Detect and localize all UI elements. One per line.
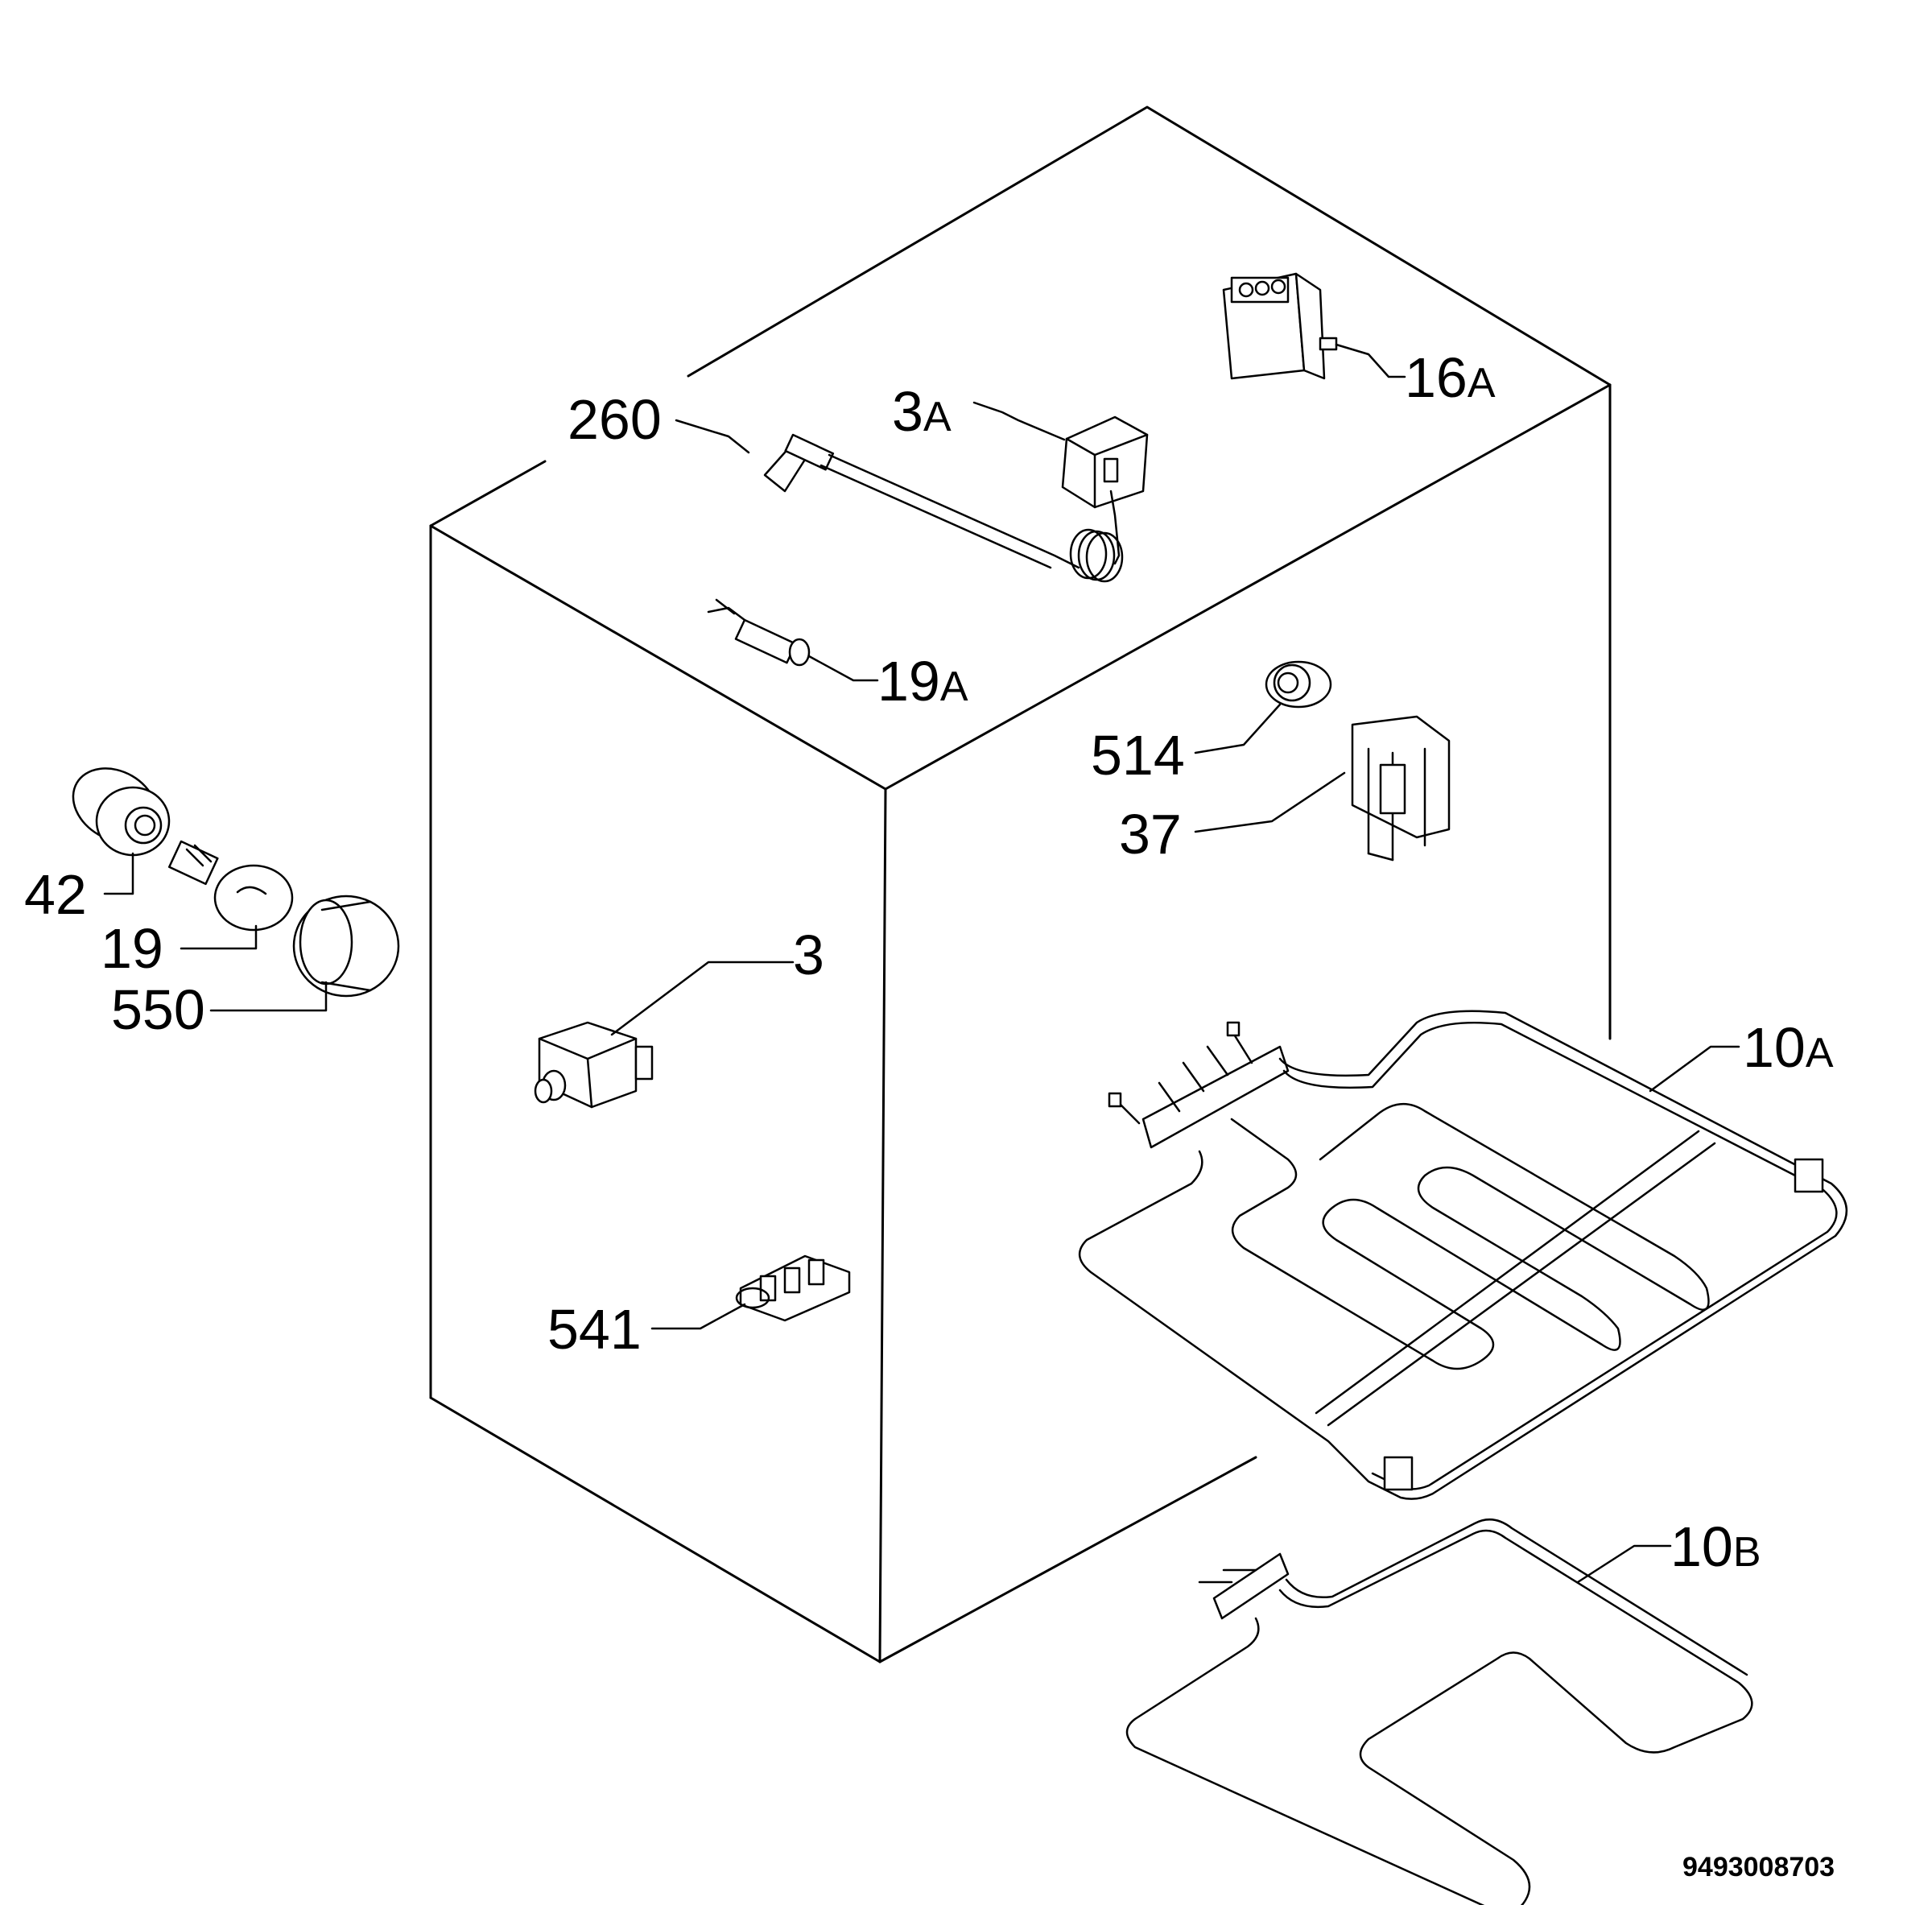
label-10b-main: 10 xyxy=(1670,1515,1733,1578)
lamp-holder-42 xyxy=(72,767,171,895)
label-550: 550 xyxy=(111,978,205,1041)
label-10a: 10A xyxy=(1743,1016,1834,1079)
switch-3 xyxy=(534,961,795,1109)
label-514: 514 xyxy=(1091,724,1185,787)
label-541: 541 xyxy=(547,1298,642,1361)
grill-element-10a xyxy=(1079,1010,1847,1500)
label-10a-suffix: A xyxy=(1806,1030,1834,1076)
label-3a-suffix: A xyxy=(923,394,952,440)
label-10b: 10B xyxy=(1670,1515,1761,1578)
document-number: 9493008703 xyxy=(1682,1852,1835,1882)
terminal-connector-541 xyxy=(650,1254,851,1330)
label-19a-suffix: A xyxy=(940,663,968,710)
lamp-bulb-19 xyxy=(167,840,294,950)
selector-switch-16a xyxy=(1222,272,1406,380)
label-37: 37 xyxy=(1119,803,1182,866)
label-19a-main: 19 xyxy=(877,650,940,713)
cabinet-box xyxy=(429,105,1612,1663)
thermostat-3a xyxy=(972,401,1149,565)
terminal-block-37 xyxy=(1194,715,1451,862)
label-19a: 19A xyxy=(877,650,968,713)
label-10a-main: 10 xyxy=(1743,1016,1806,1079)
label-260: 260 xyxy=(568,388,662,451)
label-16a-main: 16 xyxy=(1405,346,1468,409)
lamp-cover-550 xyxy=(209,895,400,1012)
pilot-lamp-19a xyxy=(707,598,879,682)
label-16a: 16A xyxy=(1405,346,1496,409)
label-42: 42 xyxy=(24,863,87,926)
label-19: 19 xyxy=(101,917,163,980)
label-16a-suffix: A xyxy=(1468,360,1496,407)
bottom-element-10b xyxy=(1125,1518,1753,1905)
part-labels: 260 3A 16A 19A 514 37 42 19 550 3 10A 54… xyxy=(24,346,1834,1578)
grommet-514 xyxy=(1194,660,1332,754)
label-3a: 3A xyxy=(892,380,952,443)
label-10b-suffix: B xyxy=(1733,1529,1761,1576)
label-3: 3 xyxy=(793,924,824,986)
capillary-coil xyxy=(1069,528,1124,583)
label-3a-main: 3 xyxy=(892,380,923,443)
capillary-bulb-260 xyxy=(675,419,1124,583)
